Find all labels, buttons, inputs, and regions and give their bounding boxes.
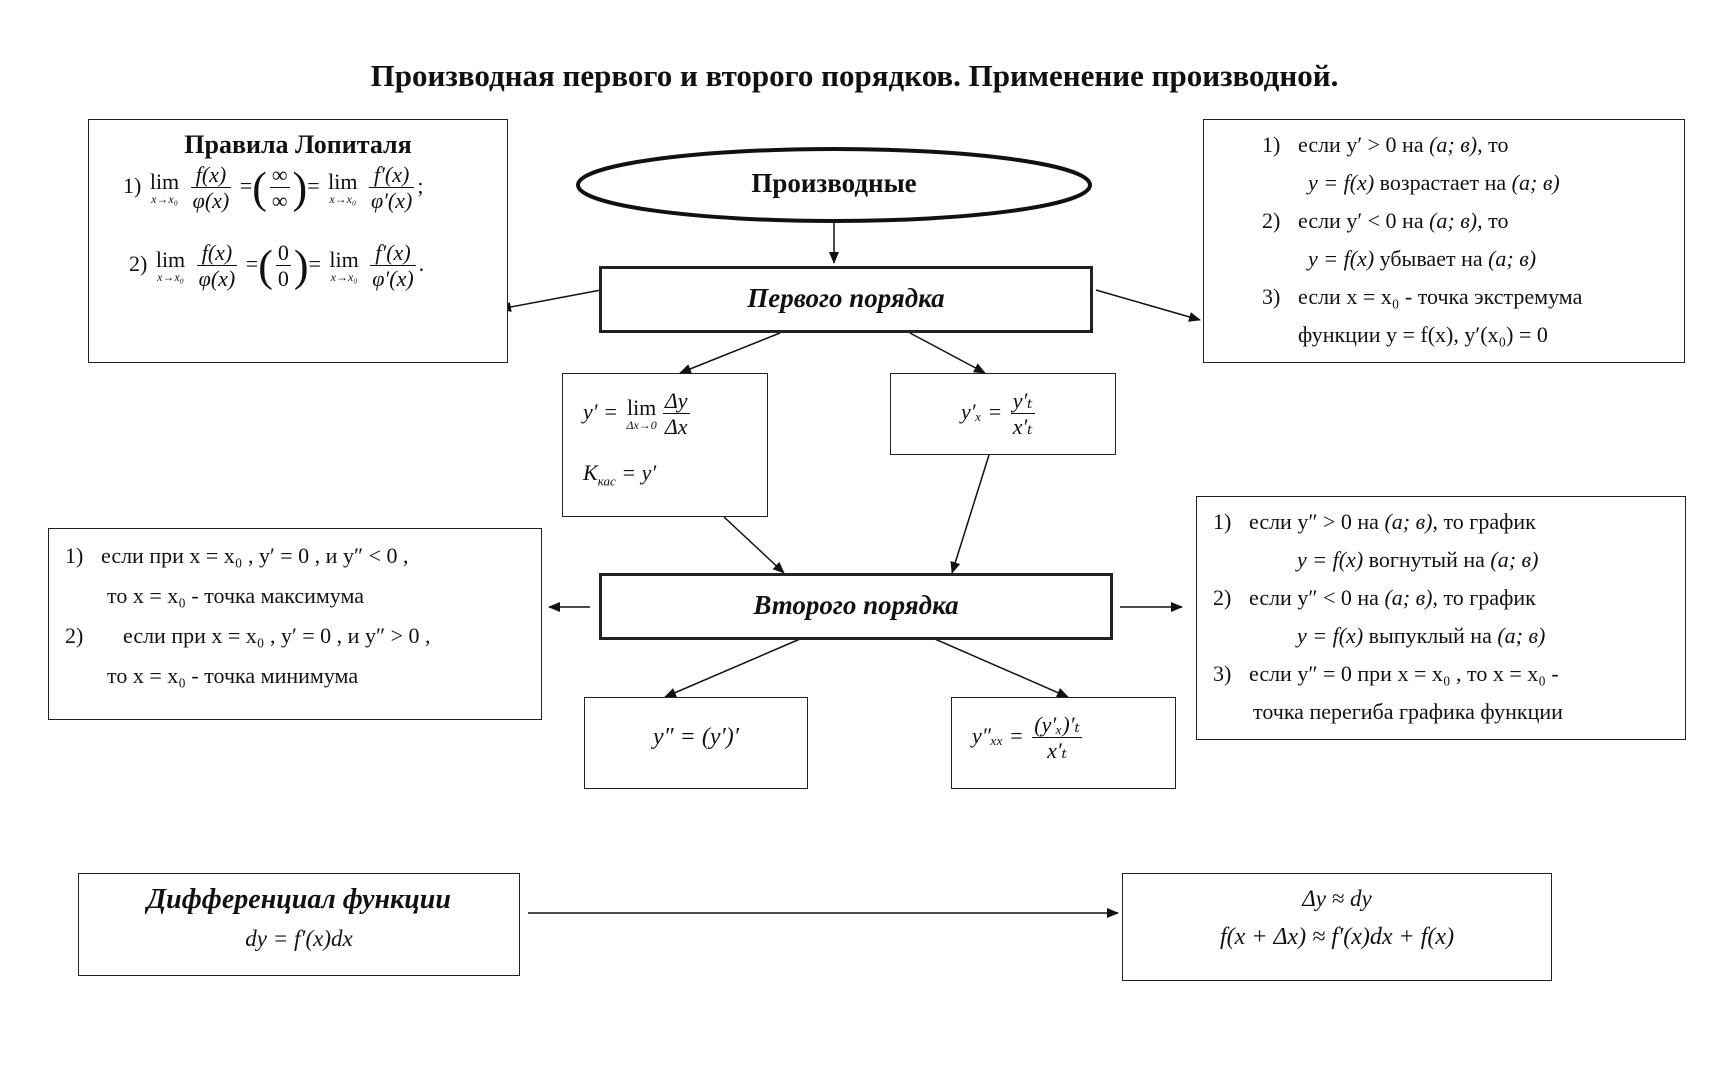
mono-item-3: 3)если x = x₀ - точка экстремума — [1262, 284, 1583, 309]
convexity-item-2-line-2: y = f(x) выпуклый на (а; в) — [1297, 623, 1546, 648]
mono-item-3-line-2: функции y = f(x), y′(x₀) = 0 — [1298, 322, 1548, 347]
convexity-item-1-line-2: y = f(x) вогнутый на (а; в) — [1297, 547, 1539, 572]
differential-box: Дифференциал функции dy = f′(x)dx — [78, 873, 520, 976]
convexity-box: 1)если y″ > 0 на (а; в), то график y = f… — [1196, 496, 1686, 740]
second-derivative-formula: y″ = (y′)′ — [653, 724, 739, 750]
tangent-slope: Kкас = y′ — [583, 460, 657, 489]
first-order-node: Первого порядка — [599, 266, 1093, 333]
differential-title: Дифференциал функции — [147, 884, 451, 915]
arrow-first-to-monotonic — [1095, 289, 1201, 322]
extrema-item-2-line-2: то x = x₀ - точка минимума — [107, 663, 359, 688]
rule-1-frac-f: f(x)φ(x) — [190, 162, 232, 214]
convexity-item-3: 3)если y″ = 0 при x = x₀ , то x = x₀ - — [1213, 661, 1559, 686]
first-order-label: Первого порядка — [747, 283, 945, 313]
rule-1-end: ; — [417, 172, 424, 198]
arrow-first-to-lopital — [499, 289, 602, 312]
arrow-first-to-def — [679, 332, 781, 374]
second-order-label: Второго порядка — [753, 590, 959, 620]
mono-item-1: 1)если y′ > 0 на (а; в), то — [1262, 132, 1509, 157]
extrema-item-2: 2)если при x = x₀ , y′ = 0 , и y″ > 0 , — [65, 623, 431, 648]
differential-formula: dy = f′(x)dx — [245, 926, 353, 951]
extrema-box: 1)если при x = x₀ , y′ = 0 , и y″ < 0 , … — [48, 528, 542, 720]
rule-1-number: 1) — [123, 172, 142, 198]
rule-1-indeterminate: ∞∞ — [269, 162, 290, 214]
rule-1-frac-fprime: f′(x)φ′(x) — [368, 162, 415, 214]
mono-item-2: 2)если y′ < 0 на (а; в), то — [1262, 208, 1509, 233]
convexity-item-2: 2)если y″ < 0 на (а; в), то график — [1213, 585, 1536, 610]
rule-2-frac-fprime: f′(x)φ′(x) — [370, 240, 416, 292]
root-node-label: Производные — [751, 168, 917, 198]
arrow-second-to-param2 — [934, 638, 1069, 698]
mono-item-1-line-2: y = f(x) возрастает на (а; в) — [1308, 170, 1560, 195]
page-title: Производная первого и второго порядков. … — [370, 58, 1339, 93]
convexity-item-3-line-2: точка перегиба графика функции — [1253, 699, 1563, 724]
monotonicity-box: 1)если y′ > 0 на (а; в), то y = f(x) воз… — [1203, 119, 1685, 363]
rule-2-end: . — [418, 250, 425, 276]
rule-2-number: 2) — [129, 250, 148, 276]
extrema-item-1-line-2: то x = x₀ - точка максимума — [107, 583, 365, 608]
convexity-item-1: 1)если y″ > 0 на (а; в), то график — [1213, 509, 1536, 534]
root-ellipse — [576, 147, 1092, 223]
lopital-title: Правила Лопиталя — [184, 130, 412, 159]
arrow-def-to-second — [723, 516, 785, 574]
arrow-second-to-def2 — [664, 638, 801, 698]
approx-line-2: f(x + Δx) ≈ f′(x)dx + f(x) — [1219, 924, 1455, 950]
rule-2-frac-f: f(x)φ(x) — [196, 240, 238, 292]
second-order-node: Второго порядка — [599, 573, 1113, 640]
arrow-first-to-param — [909, 332, 986, 374]
second-derivative-definition: y″ = (y′)′ — [584, 697, 808, 789]
arrow-param-to-second — [950, 454, 990, 574]
approximation-box: Δy ≈ dy f(x + Δx) ≈ f′(x)dx + f(x) — [1122, 873, 1552, 981]
extrema-item-1: 1)если при x = x₀ , y′ = 0 , и y″ < 0 , — [65, 543, 409, 568]
approx-line-1: Δy ≈ dy — [1302, 886, 1372, 911]
mono-item-2-line-2: y = f(x) убывает на (а; в) — [1308, 246, 1537, 271]
